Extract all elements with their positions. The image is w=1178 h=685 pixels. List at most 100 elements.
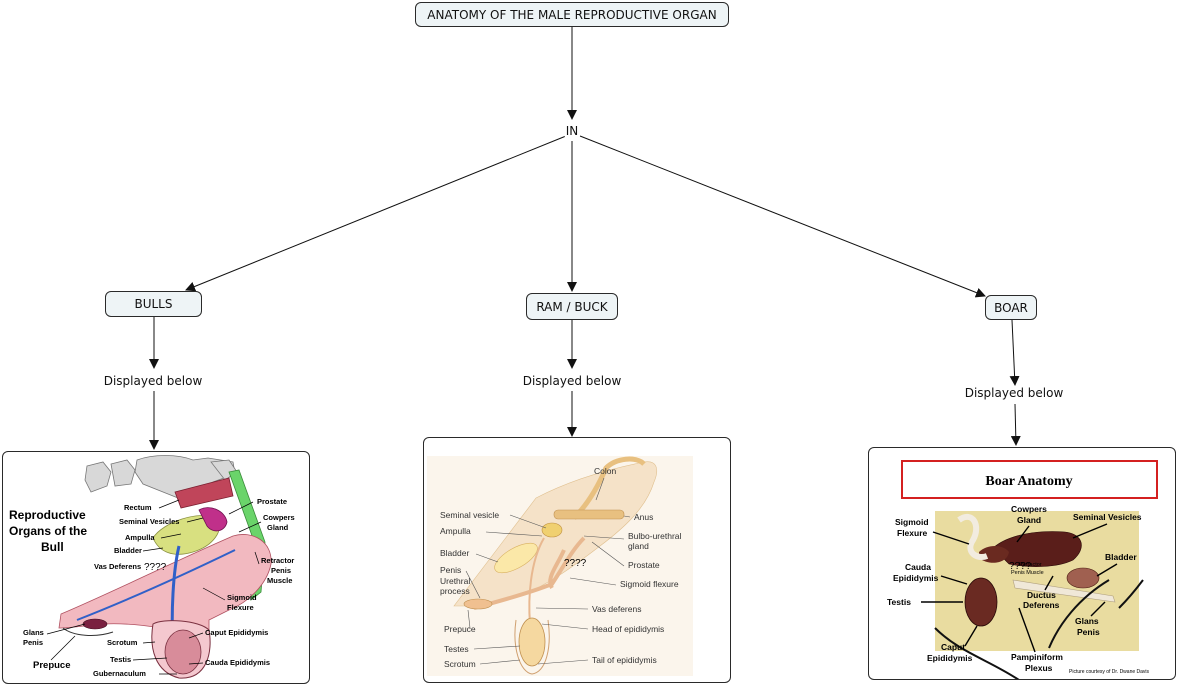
bull-label-sigmoid-2: Flexure (227, 603, 254, 612)
bladder-shape (152, 515, 220, 555)
connector-boar-image (1010, 403, 1021, 446)
bull-title-line-1: Reproductive (9, 508, 86, 522)
bull-label-ampulla: Ampulla (125, 533, 155, 542)
ram-label-prepuce: Prepuce (444, 624, 476, 634)
pelvis-bones-shape (84, 455, 238, 501)
bulls-link-label: Displayed below (101, 374, 205, 388)
bladder-shape (494, 542, 538, 574)
boar-label-glans-2: Penis (1077, 627, 1100, 637)
seminal-vesicle-shape (198, 507, 228, 532)
testis-shape (164, 629, 202, 675)
ram-label-sigmoid: Sigmoid flexure (620, 579, 679, 589)
boar-anatomy-diagram: Boar Anatomy Sigmoid Flexure Cowpers Gla… (887, 460, 1158, 679)
bulls-node[interactable]: BULLS (105, 291, 202, 317)
bull-label-sigmoid-1: Sigmoid (227, 593, 257, 602)
ram-buck-anatomy-image[interactable]: Colon Anus Seminal vesicle Ampulla Bulbo… (423, 437, 731, 683)
root-concept-node[interactable]: ANATOMY OF THE MALE REPRODUCTIVE ORGAN (415, 2, 729, 27)
boar-label-retractor-1: Retractor (1019, 562, 1042, 568)
bull-label-retractor-1: Retractor (261, 556, 294, 565)
ram-link-label: Displayed below (520, 374, 624, 388)
boar-label-glans-1: Glans (1075, 616, 1099, 626)
glans-penis-shape (1012, 579, 1116, 603)
bull-anatomy-diagram: Reproductive Organs of the Bull Rectum S… (9, 455, 295, 679)
sigmoid-flexure-shape (957, 513, 989, 560)
ram-label-vas-deferens: Vas deferens (592, 604, 641, 614)
glans-shape (82, 618, 108, 630)
ram-label-tail-epi: Tail of epididymis (592, 655, 657, 665)
boar-label-pampini-2: Plexus (1025, 663, 1053, 673)
prepuce-shape (463, 598, 493, 610)
boar-label-caput-1: Caput (941, 642, 965, 652)
bull-label-cauda: Cauda Epididymis (205, 658, 270, 667)
bladder-shape (1066, 567, 1100, 589)
rectum-shape (174, 477, 234, 509)
testes-shape (518, 617, 546, 667)
bull-label-gubernaculum: Gubernaculum (93, 669, 146, 678)
bull-label-prepuce: Prepuce (33, 660, 71, 671)
ram-anatomy-diagram: Colon Anus Seminal vesicle Ampulla Bulbo… (427, 456, 693, 676)
bull-label-retractor-3: Muscle (267, 576, 292, 585)
ram-label-bladder: Bladder (440, 548, 469, 558)
bull-label-scrotum: Scrotum (107, 638, 138, 647)
ram-label-urethral-1: Urethral (440, 576, 470, 586)
prepuce-shape (62, 627, 114, 636)
ram-label-colon: Colon (594, 466, 616, 476)
rectum-shape (553, 509, 625, 520)
boar-label-seminal-vesicles: Seminal Vesicles (1073, 512, 1142, 522)
boar-title-box (901, 460, 1158, 499)
bull-label-prostate: Prostate (257, 497, 287, 506)
ram-label-head-epi: Head of epididymis (592, 624, 664, 634)
boar-label-pampini-1: Pampiniform (1011, 652, 1063, 662)
connector-hub-boar (579, 135, 986, 298)
urethra-shape (76, 549, 236, 621)
connector-boar-label (1009, 319, 1020, 386)
sigmoid-shape (548, 549, 566, 590)
boar-label-ductus-1: Ductus (1027, 590, 1056, 600)
seminal-vesicles-shape (992, 531, 1082, 567)
ram-label-testes: Testes (444, 644, 469, 654)
bull-title-line-3: Bull (41, 540, 64, 554)
ram-label-seminal-vesicle: Seminal vesicle (440, 510, 499, 520)
ram-label-bulbo-2: gland (628, 541, 649, 551)
bull-label-bladder: Bladder (114, 546, 142, 555)
vas-deferens-shape (528, 537, 545, 625)
boar-label-sigmoid-1: Sigmoid (895, 517, 929, 527)
boar-label-sigmoid-2: Flexure (897, 528, 928, 538)
ram-label-penis: Penis (440, 565, 461, 575)
scrotum-shape (514, 619, 550, 675)
bull-label-retractor-2: Penis (271, 566, 291, 575)
boar-link-label: Displayed below (962, 386, 1066, 400)
bull-label-cowpers-1: Cowpers (263, 513, 295, 522)
ram-label-unknown: ???? (564, 558, 587, 569)
boar-label-caput-2: Epididymis (927, 653, 973, 663)
boar-node[interactable]: BOAR (985, 295, 1037, 320)
connector-hub-bulls (185, 135, 567, 292)
bull-label-cowpers-2: Gland (267, 523, 289, 532)
ram-label-anus: Anus (634, 512, 653, 522)
boar-label-cowpers-1: Cowpers (1011, 504, 1047, 514)
bull-label-testis: Testis (110, 655, 131, 664)
bull-label-unknown: ???? (144, 562, 167, 573)
colon-shape (572, 456, 646, 520)
seminal-vesicle-shape (541, 522, 563, 538)
boar-title: Boar Anatomy (985, 474, 1072, 489)
boar-label-ductus-2: Deferens (1023, 600, 1060, 610)
bull-title-line-2: Organs of the (9, 524, 87, 538)
bull-label-glans-1: Glans (23, 628, 44, 637)
ram-label-urethral-2: process (440, 586, 470, 596)
boar-label-unknown: ???? (1009, 561, 1032, 572)
boar-label-cauda-2: Epididymis (893, 573, 939, 583)
bull-label-vas-deferens: Vas Deferens (94, 562, 141, 571)
bull-label-seminal-vesicles: Seminal Vesicles (119, 517, 179, 526)
ram-buck-node[interactable]: RAM / BUCK (526, 293, 618, 320)
bull-label-glans-2: Penis (23, 638, 43, 647)
testis-shape (964, 577, 998, 627)
bull-anatomy-image[interactable]: Reproductive Organs of the Bull Rectum S… (2, 451, 310, 684)
boar-label-retractor-2: Penis Muscle (1011, 570, 1044, 576)
boar-anatomy-image[interactable]: Boar Anatomy Sigmoid Flexure Cowpers Gla… (868, 447, 1176, 680)
ram-label-prostate: Prostate (628, 560, 660, 570)
boar-photo-credit: Picture courtesy of Dr. Dwane Davis (1069, 669, 1150, 675)
boar-label-cauda-1: Cauda (905, 562, 931, 572)
bull-label-caput: Caput Epididymis (205, 628, 268, 637)
